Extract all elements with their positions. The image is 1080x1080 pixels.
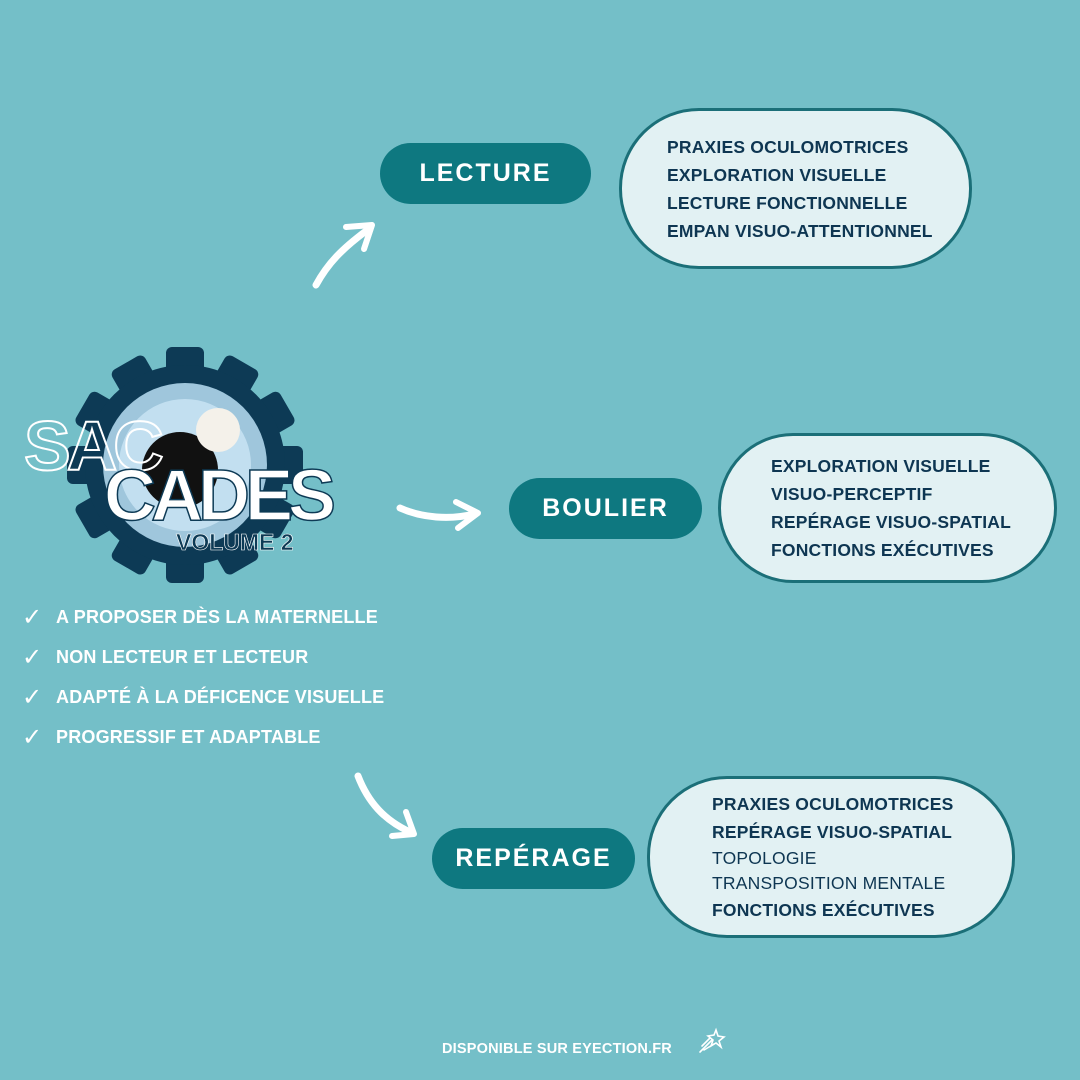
- branch-label: BOULIER: [542, 494, 669, 522]
- branch-pill-reperage: REPÉRAGE: [432, 828, 635, 889]
- branch-card-reperage: PRAXIES OCULOMOTRICES REPÉRAGE VISUO-SPA…: [647, 776, 1015, 938]
- feature-text: A PROPOSER DÈS LA MATERNELLE: [56, 606, 378, 627]
- feature-text: PROGRESSIF ET ADAPTABLE: [56, 726, 321, 747]
- branch-item: REPÉRAGE VISUO-SPATIAL: [771, 512, 1012, 532]
- feature-item: ✓ A PROPOSER DÈS LA MATERNELLE: [22, 597, 384, 637]
- branch-item: VISUO-PERCEPTIF: [771, 484, 933, 504]
- feature-item: ✓ PROGRESSIF ET ADAPTABLE: [22, 717, 384, 757]
- arrow-to-lecture: [312, 222, 375, 289]
- branch-item: TRANSPOSITION MENTALE: [712, 873, 946, 893]
- logo-subtitle: VOLUME 2: [176, 529, 294, 555]
- arrow-to-reperage: [354, 772, 417, 839]
- branch-item: PRAXIES OCULOMOTRICES: [667, 136, 909, 157]
- branch-pill-boulier: BOULIER: [509, 478, 702, 539]
- logo-word-top: SAC: [24, 407, 162, 485]
- checkmark-icon: ✓: [22, 683, 43, 711]
- checkmark-icon: ✓: [22, 723, 43, 751]
- footer-link[interactable]: DISPONIBLE SUR EYECTION.FR: [442, 1041, 672, 1057]
- checkmark-icon: ✓: [22, 603, 43, 631]
- curved-arrow-icon: [354, 772, 417, 839]
- feature-item: ✓ ADAPTÉ À LA DÉFICENCE VISUELLE: [22, 677, 384, 717]
- branch-card-boulier: EXPLORATION VISUELLE VISUO-PERCEPTIF REP…: [718, 433, 1057, 583]
- comet-icon: [699, 1027, 726, 1053]
- logo-word-main: CADES: [104, 456, 334, 536]
- feature-text: NON LECTEUR ET LECTEUR: [56, 646, 309, 667]
- branch-item: EXPLORATION VISUELLE: [771, 456, 991, 476]
- curved-arrow-icon: [312, 222, 375, 289]
- branch-item: FONCTIONS EXÉCUTIVES: [771, 540, 994, 560]
- branch-label: REPÉRAGE: [455, 844, 612, 872]
- branch-item: EXPLORATION VISUELLE: [667, 164, 887, 185]
- curved-arrow-icon: [396, 499, 481, 531]
- checkmark-icon: ✓: [22, 643, 43, 671]
- branch-item: REPÉRAGE VISUO-SPATIAL: [712, 822, 953, 842]
- branch-card-lecture: PRAXIES OCULOMOTRICES EXPLORATION VISUEL…: [619, 108, 972, 269]
- branch-item: FONCTIONS EXÉCUTIVES: [712, 900, 935, 920]
- branch-label: LECTURE: [419, 159, 552, 187]
- feature-text: ADAPTÉ À LA DÉFICENCE VISUELLE: [56, 686, 385, 707]
- arrow-to-boulier: [396, 499, 481, 531]
- branch-item: LECTURE FONCTIONNELLE: [667, 192, 908, 213]
- branch-item: EMPAN VISUO-ATTENTIONNEL: [667, 220, 933, 241]
- eye-pupil-icon: [142, 408, 240, 508]
- branch-item: TOPOLOGIE: [712, 848, 817, 868]
- logo: SAC CADES VOLUME 2: [23, 347, 340, 583]
- feature-item: ✓ NON LECTEUR ET LECTEUR: [22, 637, 384, 677]
- branch-pill-lecture: LECTURE: [380, 143, 591, 204]
- branch-item: PRAXIES OCULOMOTRICES: [712, 794, 954, 814]
- feature-list: ✓ A PROPOSER DÈS LA MATERNELLE ✓ NON LEC…: [22, 597, 384, 757]
